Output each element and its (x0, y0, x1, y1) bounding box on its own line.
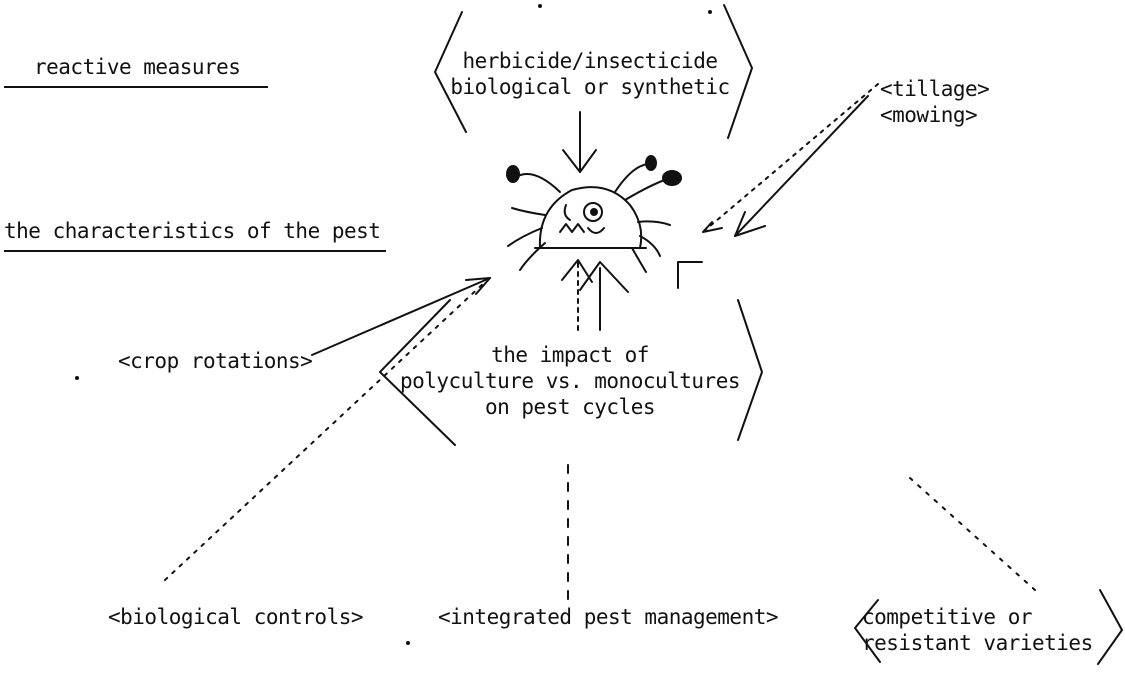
tillage-label: <tillage> (880, 76, 989, 102)
competitive-line-1: competitive or (862, 604, 1093, 630)
impact-text: the impact of polyculture vs. monocultur… (385, 342, 755, 420)
biological-controls-label: <biological controls> (108, 604, 363, 630)
competitive-line-2: resistant varieties (862, 630, 1093, 656)
herbicide-text: herbicide/insecticide biological or synt… (440, 48, 740, 100)
pest-characteristics-label: the characteristics of the pest (4, 218, 386, 252)
competitive-varieties-text: competitive or resistant varieties (862, 604, 1093, 656)
impact-line-2: polyculture vs. monocultures (385, 368, 755, 394)
impact-line-1: the impact of (385, 342, 755, 368)
mowing-label: <mowing> (880, 102, 989, 128)
integrated-pest-management-label: <integrated pest management> (438, 604, 778, 630)
herbicide-line-1: herbicide/insecticide (440, 48, 740, 74)
tillage-mowing-text: <tillage> <mowing> (880, 76, 989, 128)
impact-line-3: on pest cycles (385, 394, 755, 420)
competitive-dotted (910, 478, 1035, 590)
corner-mark (678, 262, 702, 288)
pest-bug-icon (507, 156, 681, 272)
crop-rotations-label: <crop rotations> (118, 348, 312, 374)
herbicide-line-2: biological or synthetic (440, 74, 740, 100)
mowing-arrow-solid (735, 96, 868, 236)
competitive-right-bracket (1098, 590, 1122, 664)
tillage-arrow-dotted (703, 84, 878, 232)
impact-arrow-solid-head (580, 262, 628, 292)
biological-controls-dotted (165, 282, 485, 580)
reactive-measures-label: reactive measures (4, 54, 268, 88)
